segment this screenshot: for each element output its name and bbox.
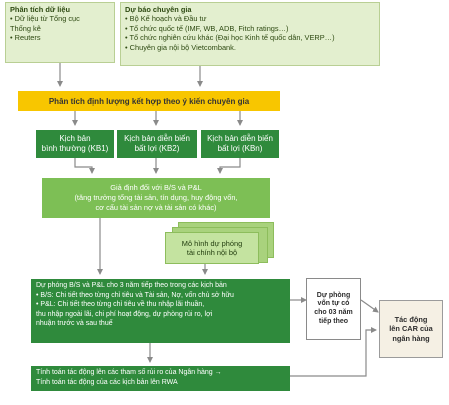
scenario-kbn-line1: Kịch bản diễn biến [207,134,273,143]
projection-line: • B/S: Chi tiết theo từng chỉ tiêu và Tà… [36,291,234,299]
data-analysis-line: • Reuters [10,33,41,43]
arrow-impact-to-car [290,327,377,377]
expert-forecast-title: Dự báo chuyên gia [125,5,192,14]
internal-model-line: tài chính nội bộ [186,248,238,257]
scenario-kb1-line1: Kịch bản [59,134,91,143]
expert-forecast-line: • Bộ Kế hoạch và Đầu tư [125,14,207,24]
capital-projection-line: tiếp theo [318,317,349,325]
impact-calc-box: Tính toán tác động lên các tham số rủi r… [31,366,290,391]
internal-model-box: Mô hình dự phóng tài chính nội bộ [165,232,259,264]
quantitative-analysis-label: Phân tích định lượng kết hợp theo ý kiến… [48,96,250,106]
scenario-kb2-line1: Kịch bản diễn biến [124,134,190,143]
data-analysis-title: Phân tích dữ liệu [10,5,70,14]
capital-projection-line: Dự phòng [316,291,351,299]
scenario-kb2-box: Kịch bản diễn biến bất lợi (KB2) [117,130,197,158]
projection-line: Dự phóng B/S và P&L cho 3 năm tiếp theo … [36,282,227,289]
expert-forecast-box: Dự báo chuyên gia • Bộ Kế hoạch và Đầu t… [120,2,380,66]
assumptions-line: Giả định đối với B/S và P&L [110,183,202,192]
car-impact-line: Tác động [394,315,428,325]
projection-box: Dự phóng B/S và P&L cho 3 năm tiếp theo … [31,279,290,343]
arrow-kbn-to-assumptions [217,158,241,174]
scenario-kb2-line2: bất lợi (KB2) [134,144,180,153]
arrow-kb1-to-assumptions [74,158,95,174]
expert-forecast-line: • Chuyên gia nội bộ Vietcombank. [125,42,236,52]
scenario-kb1-line2: bình thường (KB1) [41,144,109,153]
projection-line: • P&L: Chi tiết theo từng chỉ tiêu về th… [36,301,205,309]
expert-forecast-line: • Tổ chức nghiên cứu khác (Đại học Kinh … [125,33,335,43]
scenario-kbn-line2: bất lợi (KBn) [217,144,263,153]
scenario-kb1-box: Kịch bản bình thường (KB1) [36,130,114,158]
quantitative-analysis-bar: Phân tích định lượng kết hợp theo ý kiến… [18,91,280,111]
car-impact-line: ngân hàng [392,333,430,343]
assumptions-box: Giả định đối với B/S và P&L (tăng trưởng… [42,178,270,218]
expert-forecast-line: • Tổ chức quốc tế (IMF, WB, ADB, Fitch r… [125,23,289,33]
data-analysis-box: Phân tích dữ liệu • Dữ liệu từ Tổng cục … [5,2,115,63]
projection-line: nhuận trước và sau thuế [36,320,113,328]
internal-model-line: Mô hình dự phóng [181,238,243,248]
assumptions-line: cơ cấu tài sản nợ và tài sản có khác) [95,203,217,212]
car-impact-line: lên CAR của [389,324,433,334]
impact-calc-line: Tính toán tác động lên các tham số rủi r… [36,369,222,376]
assumptions-line: (tăng trưởng tổng tài sản, tín dụng, huy… [74,193,238,202]
scenario-kbn-box: Kịch bản diễn biến bất lợi (KBn) [201,130,279,158]
capital-projection-line: vốn tự có [317,300,350,308]
impact-calc-line: Tính toán tác động của các kịch bản lên … [36,378,178,386]
projection-line: thu nhập ngoài lãi, chi phí hoạt động, d… [36,310,213,318]
capital-projection-line: cho 03 năm [314,309,353,316]
data-analysis-line: Thống kê [10,23,41,33]
car-impact-box: Tác động lên CAR của ngân hàng [379,300,443,358]
arrow-capital-to-car [360,299,379,313]
data-analysis-line: • Dữ liệu từ Tổng cục [10,14,80,24]
capital-projection-box: Dự phòng vốn tự có cho 03 năm tiếp theo [306,278,361,340]
